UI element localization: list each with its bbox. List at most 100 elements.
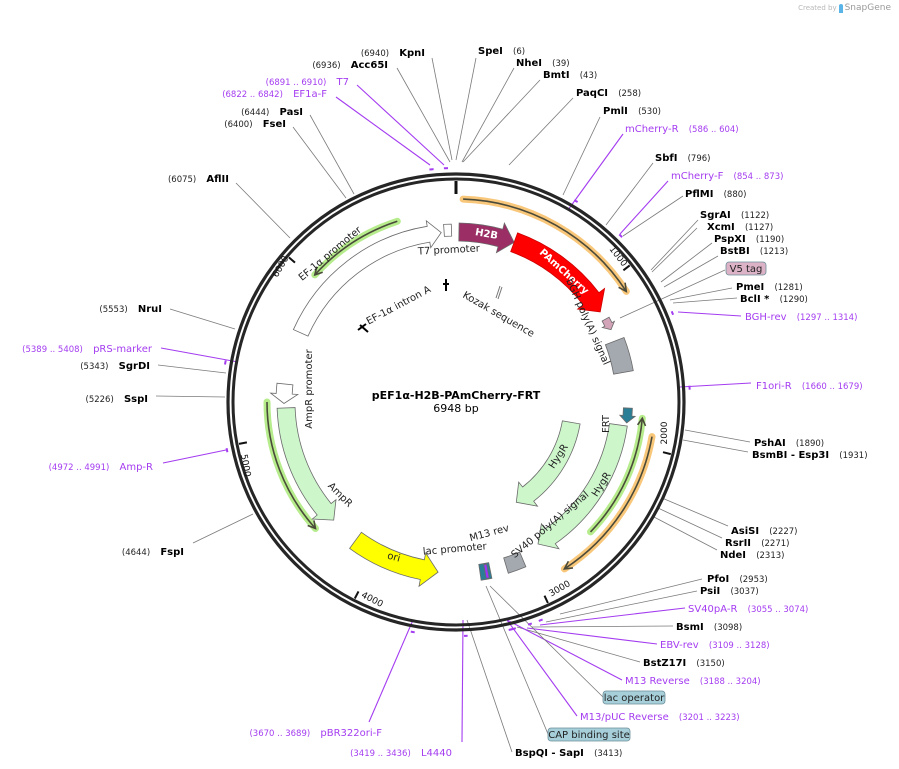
- primer-binding-mark: [527, 622, 533, 626]
- feature-h2b[interactable]: [458, 221, 515, 254]
- enzyme-site-bspqi-sapi[interactable]: BspQI - SapI (3413): [515, 741, 622, 760]
- enzyme-site-ndei[interactable]: NdeI (2313): [720, 543, 784, 562]
- primer-binding-mark: [538, 618, 543, 622]
- site-label: (4972 .. 4991) Amp-R: [49, 455, 153, 474]
- enzyme-site-pflmi[interactable]: PflMI (880): [685, 182, 746, 201]
- site-position: (1122): [741, 211, 769, 221]
- leader-line: [461, 619, 464, 743]
- leader-line: [672, 297, 738, 304]
- site-name: SpeI: [478, 46, 503, 57]
- credit-text: Created by: [798, 4, 837, 12]
- enzyme-site-bstz17i[interactable]: BstZ17I (3150): [643, 651, 725, 670]
- feature-ef-1a-intron-a-marks: [357, 279, 449, 333]
- feature-hygr[interactable]: [537, 423, 628, 550]
- primer-l4440[interactable]: (3419 .. 3436) L4440: [350, 741, 452, 760]
- enzyme-site-aflii[interactable]: (6075) AflII: [168, 167, 229, 186]
- enzyme-site-pmei[interactable]: PmeI (1281): [736, 275, 803, 294]
- site-position: (3413): [594, 749, 622, 759]
- feature-bgh-poly-a-signal[interactable]: [604, 336, 634, 375]
- enzyme-site-spei[interactable]: SpeI (6): [478, 39, 525, 58]
- enzyme-site-pasi[interactable]: (6444) PasI: [241, 100, 303, 119]
- enzyme-site-pmli[interactable]: PmlI (530): [603, 99, 661, 118]
- enzyme-site-pfoi[interactable]: PfoI (2953): [707, 567, 768, 586]
- enzyme-site-sgrai[interactable]: SgrAI (1122): [700, 203, 769, 222]
- site-name: PmlI: [603, 106, 628, 117]
- feature-ampr-promoter[interactable]: [269, 382, 300, 404]
- enzyme-site-sbfi[interactable]: SbfI (796): [655, 146, 710, 165]
- primer-mcherry-f[interactable]: mCherry-F (854 .. 873): [671, 164, 783, 183]
- spacer: [608, 81, 618, 100]
- feature-ampr[interactable]: [276, 407, 337, 521]
- enzyme-site-bmti[interactable]: BmtI (43): [543, 63, 597, 82]
- site-position: (6444): [241, 108, 269, 118]
- enzyme-site-fsei[interactable]: (6400) FseI: [224, 112, 286, 131]
- feature-hygr[interactable]: [515, 420, 581, 507]
- enzyme-site-fspi[interactable]: (4644) FspI: [122, 540, 184, 559]
- scale-tick: [622, 264, 631, 272]
- enzyme-site-sspi[interactable]: (5226) SspI: [86, 387, 148, 406]
- scale-tick-label: 2000: [660, 421, 670, 444]
- enzyme-site-psii[interactable]: PsiI (3037): [700, 579, 759, 598]
- enzyme-site-pshai[interactable]: PshAI (1890): [754, 431, 824, 450]
- feature-cap-binding-site[interactable]: CAP binding site: [547, 727, 631, 742]
- site-label: BGH-rev (1297 .. 1314): [745, 305, 857, 324]
- primer-binding-mark: [573, 199, 579, 203]
- feature-v5-tag[interactable]: V5 tag: [725, 261, 767, 276]
- feature-m13-rev[interactable]: [483, 563, 490, 579]
- feature-lac-operator[interactable]: lac operator: [602, 690, 666, 705]
- primer-amp-r[interactable]: (4972 .. 4991) Amp-R: [49, 455, 153, 474]
- enzyme-site-acc65i[interactable]: (6936) Acc65I: [312, 53, 388, 72]
- enzyme-site-kpni[interactable]: (6940) KpnI: [361, 41, 425, 60]
- enzyme-site-xcmi[interactable]: XcmI (1127): [707, 215, 773, 234]
- spacer: [679, 117, 689, 136]
- site-position: (1931): [839, 451, 867, 461]
- primer-sv40pa-r[interactable]: SV40pA-R (3055 .. 3074): [688, 597, 808, 616]
- primer-t7[interactable]: (6891 .. 6910) T7: [266, 70, 349, 89]
- leader-line: [677, 311, 742, 317]
- site-position: (1190): [756, 235, 784, 245]
- primer-bgh-rev[interactable]: BGH-rev (1297 .. 1314): [745, 305, 857, 324]
- enzyme-site-bstbi[interactable]: BstBI (1213): [720, 239, 788, 258]
- site-label: (6822 .. 6842) EF1a-F: [222, 82, 327, 101]
- enzyme-site-paqci[interactable]: PaqCI (258): [576, 81, 641, 100]
- site-label: (5389 .. 5408) pRS-marker: [22, 337, 153, 356]
- site-name: NruI: [138, 304, 162, 315]
- feature-frt[interactable]: [618, 407, 637, 424]
- enzyme-site-asisi[interactable]: AsiSI (2227): [731, 519, 797, 538]
- primer-pbr322ori-f[interactable]: (3670 .. 3689) pBR322ori-F: [249, 721, 382, 740]
- spacer: [720, 579, 730, 598]
- site-name: PspXI: [714, 234, 746, 245]
- primer-m13-puc-reverse[interactable]: M13/pUC Reverse (3201 .. 3223): [580, 705, 740, 724]
- site-label: (6400) FseI: [224, 112, 286, 131]
- enzyme-site-rsrii[interactable]: RsrII (2271): [725, 531, 789, 550]
- enzyme-site-bsmbi-esp3i[interactable]: BsmBI - Esp3I (1931): [752, 443, 868, 462]
- primer-f1ori-r[interactable]: F1ori-R (1660 .. 1679): [756, 374, 863, 393]
- enzyme-site-nrui[interactable]: (5553) NruI: [99, 297, 162, 316]
- feature-ef-1-promoter[interactable]: [292, 219, 442, 337]
- feature-t7-promoter[interactable]: [443, 223, 453, 237]
- enzyme-site-bcli-[interactable]: BclI * (1290): [740, 287, 808, 306]
- spacer: [677, 146, 687, 165]
- feature-ori[interactable]: [349, 531, 439, 588]
- site-label: PmlI (530): [603, 99, 661, 118]
- leader-line: [562, 116, 601, 196]
- feature-pamcherry[interactable]: [510, 232, 606, 313]
- site-label: (5553) NruI: [99, 297, 162, 316]
- primer-mcherry-r[interactable]: mCherry-R (586 .. 604): [625, 117, 739, 136]
- site-position: (39): [552, 59, 569, 69]
- site-name: M13 Reverse: [625, 676, 690, 687]
- site-name: Amp-R: [120, 462, 154, 473]
- primer-m13-reverse[interactable]: M13 Reverse (3188 .. 3204): [625, 669, 761, 688]
- primer-ef1a-f[interactable]: (6822 .. 6842) EF1a-F: [222, 82, 327, 101]
- feature-v5-tag[interactable]: [601, 316, 616, 331]
- primer-ebv-rev[interactable]: EBV-rev (3109 .. 3128): [660, 633, 770, 652]
- feature-sv40-poly-a-signal[interactable]: [503, 551, 527, 574]
- enzyme-site-nhei[interactable]: NheI (39): [516, 51, 570, 70]
- feature-label: FRT: [601, 414, 612, 433]
- primer-prs-marker[interactable]: (5389 .. 5408) pRS-marker: [22, 337, 153, 356]
- enzyme-site-pspxi[interactable]: PspXI (1190): [714, 227, 784, 246]
- enzyme-site-bsmi[interactable]: BsmI (3098): [676, 615, 742, 634]
- enzyme-site-sgrdi[interactable]: (5343) SgrDI: [80, 354, 150, 373]
- site-name: FseI: [263, 119, 286, 130]
- feature-box-label: V5 tag: [730, 264, 763, 275]
